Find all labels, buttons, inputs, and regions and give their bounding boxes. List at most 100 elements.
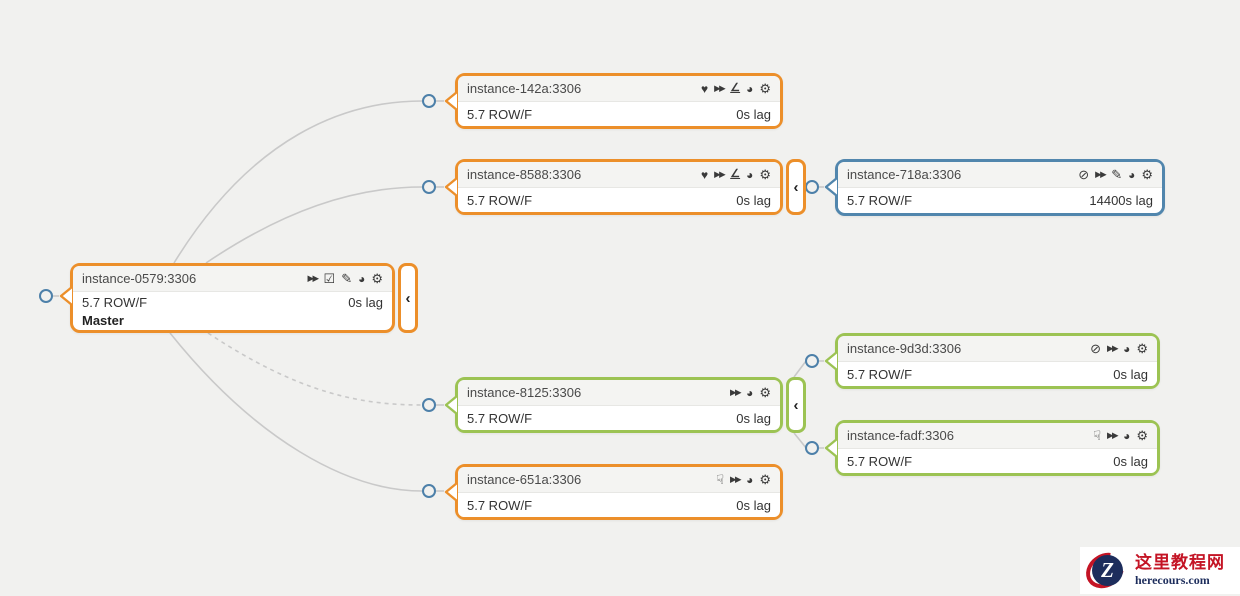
endpoint-circle[interactable] (805, 180, 819, 194)
fast-forward-icon[interactable]: ▶▶ (714, 169, 726, 180)
instance-box[interactable]: instance-fadf:3306 ☟▶▶◕⚙ 5.7 ROW/F 0s la… (835, 420, 1160, 476)
globe-icon[interactable]: ◕ (746, 472, 754, 487)
instance-box[interactable]: instance-8125:3306 ▶▶ ◕ ⚙ 5.7 ROW/F 0s lag (455, 377, 783, 433)
node-instance-9d3d: instance-9d3d:3306 ⊘ ▶▶ ◕ ⚙ 5.7 ROW/F 0s la… (824, 333, 1160, 389)
heart-icon[interactable]: ♥ (701, 167, 709, 182)
instance-action-icons: ☟ ▶▶ ◕ ⚙ (1087, 429, 1148, 442)
endpoint-circle[interactable] (805, 441, 819, 455)
gear-icon[interactable]: ⚙ (371, 271, 383, 286)
node-instance-fadf: instance-fadf:3306 ☟▶▶◕⚙ 5.7 ROW/F 0s la… (824, 420, 1160, 476)
instance-version: 5.7 ROW/F (82, 294, 148, 310)
fast-forward-icon[interactable]: ▶▶ (1095, 169, 1107, 180)
instance-title: instance-142a:3306 (467, 81, 582, 96)
ban-icon[interactable]: ⊘ (1078, 167, 1090, 182)
gear-icon[interactable]: ⚙ (759, 385, 771, 400)
instance-version: 5.7 ROW/F (467, 106, 533, 122)
instance-title: instance-651a:3306 (467, 472, 582, 487)
globe-icon[interactable]: ◕ (1123, 428, 1131, 443)
watermark: Z 这里教程网 herecours.com (1079, 545, 1240, 596)
instance-box[interactable]: instance-142a:3306 ♥ ▶▶ ∠ ◕ ⚙ 5.7 ROW/F 0s l… (455, 73, 783, 129)
instance-version: 5.7 ROW/F (847, 366, 913, 382)
gear-icon[interactable]: ⚙ (759, 81, 771, 96)
thumbs-down-icon[interactable]: ☟ (1093, 428, 1102, 443)
check-square-icon[interactable]: ☑ (323, 271, 336, 286)
instance-box[interactable]: instance-0579:3306 ▶▶☑✎◕⚙ 5.7 ROW/F 0s l… (70, 263, 395, 333)
instance-title: instance-718a:3306 (847, 167, 962, 182)
instance-box[interactable]: instance-651a:3306 ☟ ▶▶ ◕ ⚙ 5.7 ROW/F 0s la… (455, 464, 783, 520)
instance-lag: 0s lag (736, 106, 771, 122)
instance-title: instance-9d3d:3306 (847, 341, 962, 356)
instance-version: 5.7 ROW/F (847, 453, 913, 469)
node-tail (444, 395, 458, 415)
fast-forward-icon[interactable]: ▶▶ (1107, 430, 1119, 441)
instance-action-icons: ⊘ ▶▶ ✎ ◕ ⚙ (1072, 168, 1153, 181)
instance-box[interactable]: instance-8588:3306 ♥▶▶∠◕⚙ 5.7 ROW/F 0s l… (455, 159, 783, 215)
edge-0579-8125 (207, 332, 423, 406)
instance-lag: 0s lag (736, 410, 771, 426)
node-tail (824, 351, 838, 371)
node-instance-651a: instance-651a:3306 ☟ ▶▶ ◕ ⚙ 5.7 ROW/F 0s la… (444, 464, 783, 520)
instance-lag: 0s lag (736, 192, 771, 208)
instance-title: instance-fadf:3306 (847, 428, 954, 443)
thumbs-down-icon[interactable]: ☟ (716, 472, 725, 487)
endpoint-circle[interactable] (422, 484, 436, 498)
globe-icon[interactable]: ◕ (1128, 167, 1136, 182)
pencil-icon[interactable]: ✎ (1111, 167, 1123, 182)
globe-icon[interactable]: ◕ (746, 385, 754, 400)
heart-icon[interactable]: ♥ (701, 81, 709, 96)
ban-icon[interactable]: ⊘ (1090, 341, 1102, 356)
instance-action-icons: ♥ ▶▶ ∠ ◕ ⚙ (695, 82, 771, 95)
instance-lag: 0s lag (1113, 366, 1148, 382)
node-instance-0579: instance-0579:3306 ▶▶☑✎◕⚙ 5.7 ROW/F 0s l… (59, 263, 418, 333)
endpoint-circle[interactable] (422, 94, 436, 108)
trend-icon[interactable]: ∠ (730, 168, 741, 180)
globe-icon[interactable]: ◕ (1123, 341, 1131, 356)
logo-letter: Z (1092, 555, 1123, 586)
edge-0579-651a (169, 332, 423, 492)
instance-version: 5.7 ROW/F (467, 497, 533, 513)
gear-icon[interactable]: ⚙ (1136, 428, 1148, 443)
fast-forward-icon[interactable]: ▶▶ (730, 387, 742, 398)
instance-lag: 14400s lag (1089, 192, 1153, 208)
node-tail (824, 177, 838, 197)
instance-title: instance-8125:3306 (467, 385, 582, 400)
pencil-icon[interactable]: ✎ (341, 271, 353, 286)
instance-action-icons: ▶▶ ◕ ⚙ (724, 386, 771, 399)
node-instance-8125: instance-8125:3306 ▶▶ ◕ ⚙ 5.7 ROW/F 0s lag… (444, 377, 806, 433)
instance-box[interactable]: instance-9d3d:3306 ⊘ ▶▶ ◕ ⚙ 5.7 ROW/F 0s la… (835, 333, 1160, 389)
site-text: 这里教程网 herecours.com (1135, 553, 1225, 588)
instance-version: 5.7 ROW/F (467, 192, 533, 208)
gear-icon[interactable]: ⚙ (1141, 167, 1153, 182)
fast-forward-icon[interactable]: ▶▶ (307, 273, 319, 284)
trend-icon[interactable]: ∠ (730, 82, 741, 94)
instance-box[interactable]: instance-718a:3306 ⊘▶▶✎◕⚙ 5.7 ROW/F 1440… (835, 159, 1165, 216)
node-instance-8588: instance-8588:3306 ♥▶▶∠◕⚙ 5.7 ROW/F 0s l… (444, 159, 806, 215)
fast-forward-icon[interactable]: ▶▶ (730, 474, 742, 485)
collapse-button[interactable]: ‹ (786, 377, 806, 433)
collapse-button[interactable]: ‹ (398, 263, 418, 333)
fast-forward-icon[interactable]: ▶▶ (714, 83, 726, 94)
node-tail (444, 177, 458, 197)
node-instance-718a: instance-718a:3306 ⊘▶▶✎◕⚙ 5.7 ROW/F 1440… (824, 159, 1165, 216)
instance-lag: 0s lag (736, 497, 771, 513)
instance-action-icons: ☟ ▶▶ ◕ ⚙ (710, 473, 771, 486)
site-name: 这里教程网 (1135, 552, 1225, 572)
collapse-button[interactable]: ‹ (786, 159, 806, 215)
globe-icon[interactable]: ◕ (746, 81, 754, 96)
edge-0579-8588 (205, 186, 423, 264)
gear-icon[interactable]: ⚙ (759, 472, 771, 487)
endpoint-circle[interactable] (39, 289, 53, 303)
gear-icon[interactable]: ⚙ (759, 167, 771, 182)
gear-icon[interactable]: ⚙ (1136, 341, 1148, 356)
node-tail (444, 91, 458, 111)
globe-icon[interactable]: ◕ (746, 167, 754, 182)
instance-version: 5.7 ROW/F (467, 410, 533, 426)
fast-forward-icon[interactable]: ▶▶ (1107, 343, 1119, 354)
endpoint-circle[interactable] (422, 180, 436, 194)
node-tail (824, 438, 838, 458)
endpoint-circle[interactable] (422, 398, 436, 412)
globe-icon[interactable]: ◕ (358, 271, 366, 286)
node-tail (59, 286, 73, 306)
instance-action-icons: ⊘ ▶▶ ◕ ⚙ (1084, 342, 1148, 355)
endpoint-circle[interactable] (805, 354, 819, 368)
